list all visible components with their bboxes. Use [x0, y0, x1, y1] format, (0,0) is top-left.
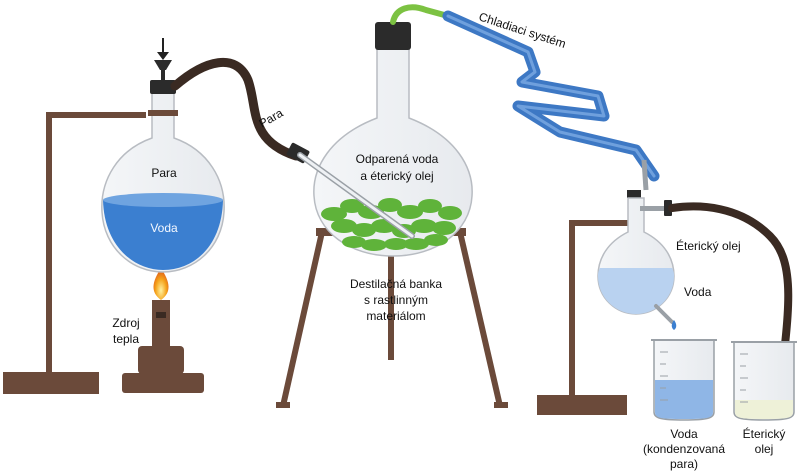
left-stand-rod — [46, 112, 52, 374]
arrow-down-icon — [157, 52, 169, 60]
flame-icon — [153, 268, 169, 300]
label-heat-2: tepla — [113, 332, 139, 346]
label-distill-3: materiálom — [366, 309, 425, 323]
left-stand-arm — [46, 112, 146, 118]
green-tube — [390, 4, 451, 25]
label-beaker2-2: olej — [755, 442, 774, 456]
funnel — [154, 60, 172, 70]
label-ether-sep: Éterický olej — [676, 238, 741, 253]
right-retort-stand — [537, 220, 637, 415]
label-distill-1: Destilačná banka — [350, 277, 442, 291]
label-voda-sep: Voda — [684, 285, 712, 299]
burner-body — [138, 346, 184, 374]
burner-base — [122, 373, 204, 393]
center-stopper — [375, 22, 411, 50]
separatory-funnel — [597, 190, 677, 330]
water-beaker — [651, 339, 717, 421]
label-para-flask: Para — [151, 166, 177, 180]
flask-water — [103, 200, 223, 270]
left-stopper — [150, 80, 176, 94]
label-distill-2: s rastlinným — [364, 293, 428, 307]
steam-hose — [170, 57, 301, 161]
oil-beaker — [731, 341, 797, 421]
boiling-flask — [101, 38, 225, 273]
burner-tube — [152, 300, 170, 348]
label-beaker2-1: Éterický — [743, 426, 786, 441]
separator-water — [598, 268, 674, 314]
bunsen-burner — [122, 268, 204, 393]
label-para-tube: Para — [257, 106, 286, 131]
label-beaker1-3: para) — [670, 457, 698, 471]
label-beaker1-1: Voda — [670, 427, 698, 441]
label-vapour-1: Odparená voda — [356, 152, 439, 166]
distillation-flask — [297, 22, 473, 257]
label-heat-1: Zdroj — [112, 316, 139, 330]
label-beaker1-2: (kondenzovaná — [643, 442, 725, 456]
label-vapour-2: a éterický olej — [360, 169, 433, 183]
plant-material — [321, 198, 462, 251]
left-clamp — [148, 110, 178, 116]
oil-hose — [668, 202, 793, 404]
water-drop — [671, 320, 677, 330]
left-stand-base — [3, 372, 99, 394]
left-retort-stand — [3, 112, 146, 394]
label-voda-flask: Voda — [150, 221, 178, 235]
